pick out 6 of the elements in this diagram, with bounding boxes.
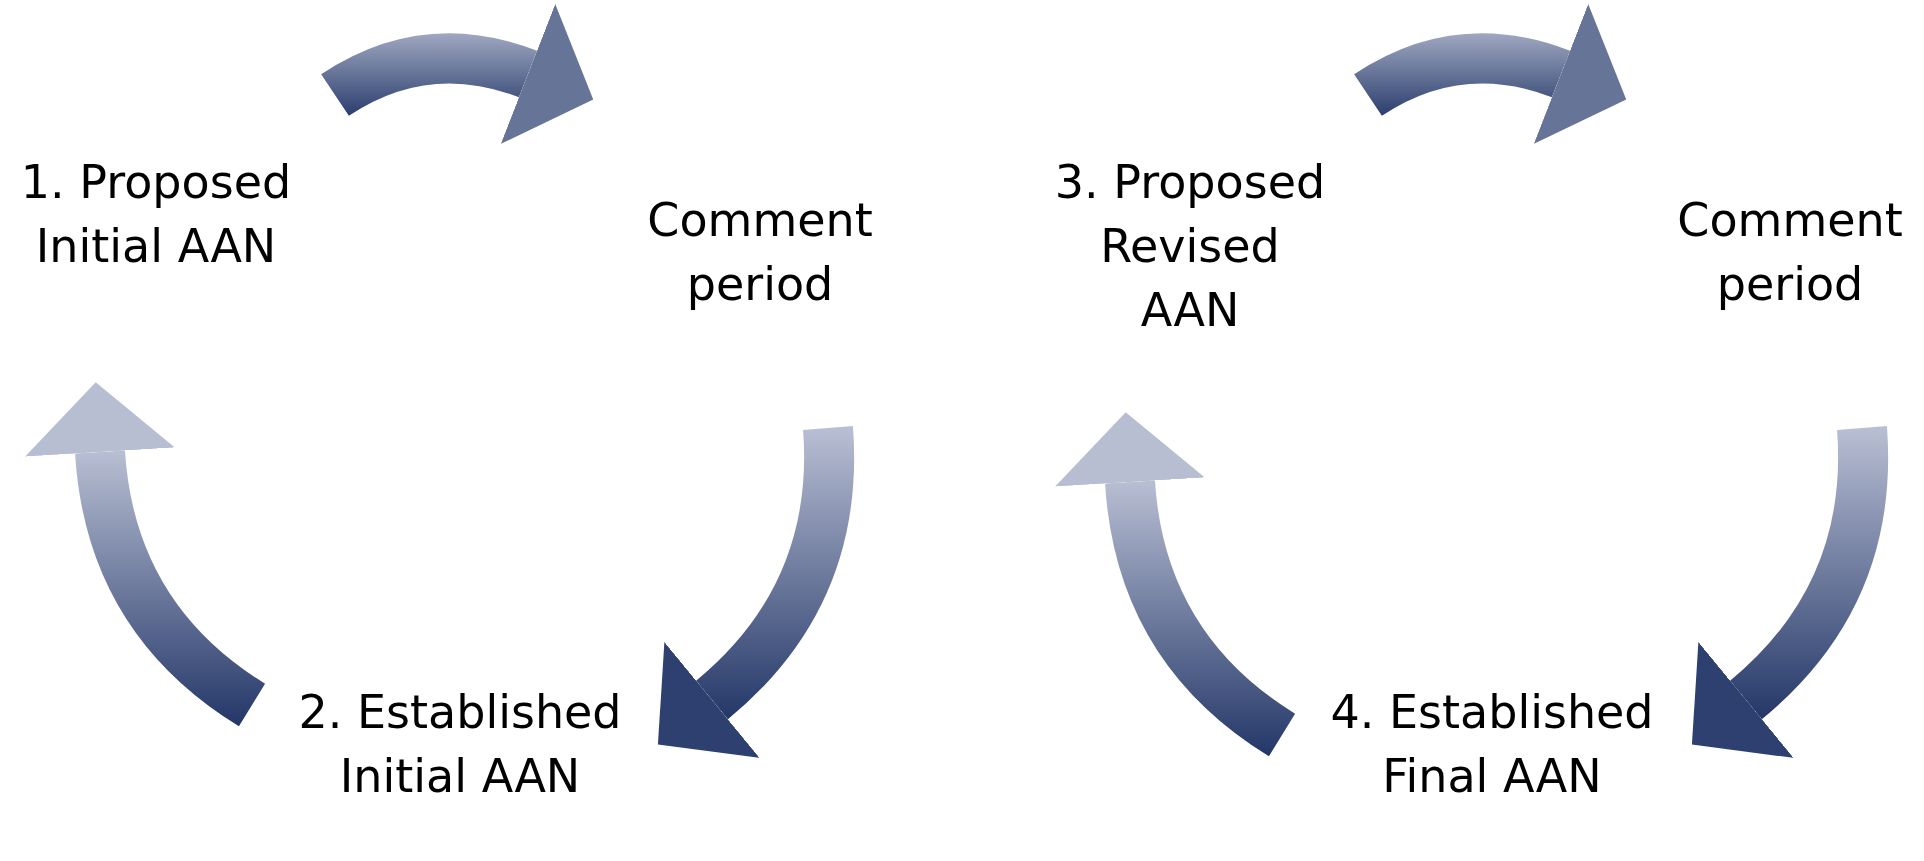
step-label: 3. Proposed Revised AAN — [1053, 154, 1327, 339]
step-label: 1. Proposed Initial AAN — [19, 154, 293, 275]
step-label: Comment period — [1676, 192, 1904, 313]
step-label: 4. Established Final AAN — [1329, 684, 1655, 805]
step-label: 2. Established Initial AAN — [297, 684, 623, 805]
step-label: Comment period — [646, 192, 874, 313]
